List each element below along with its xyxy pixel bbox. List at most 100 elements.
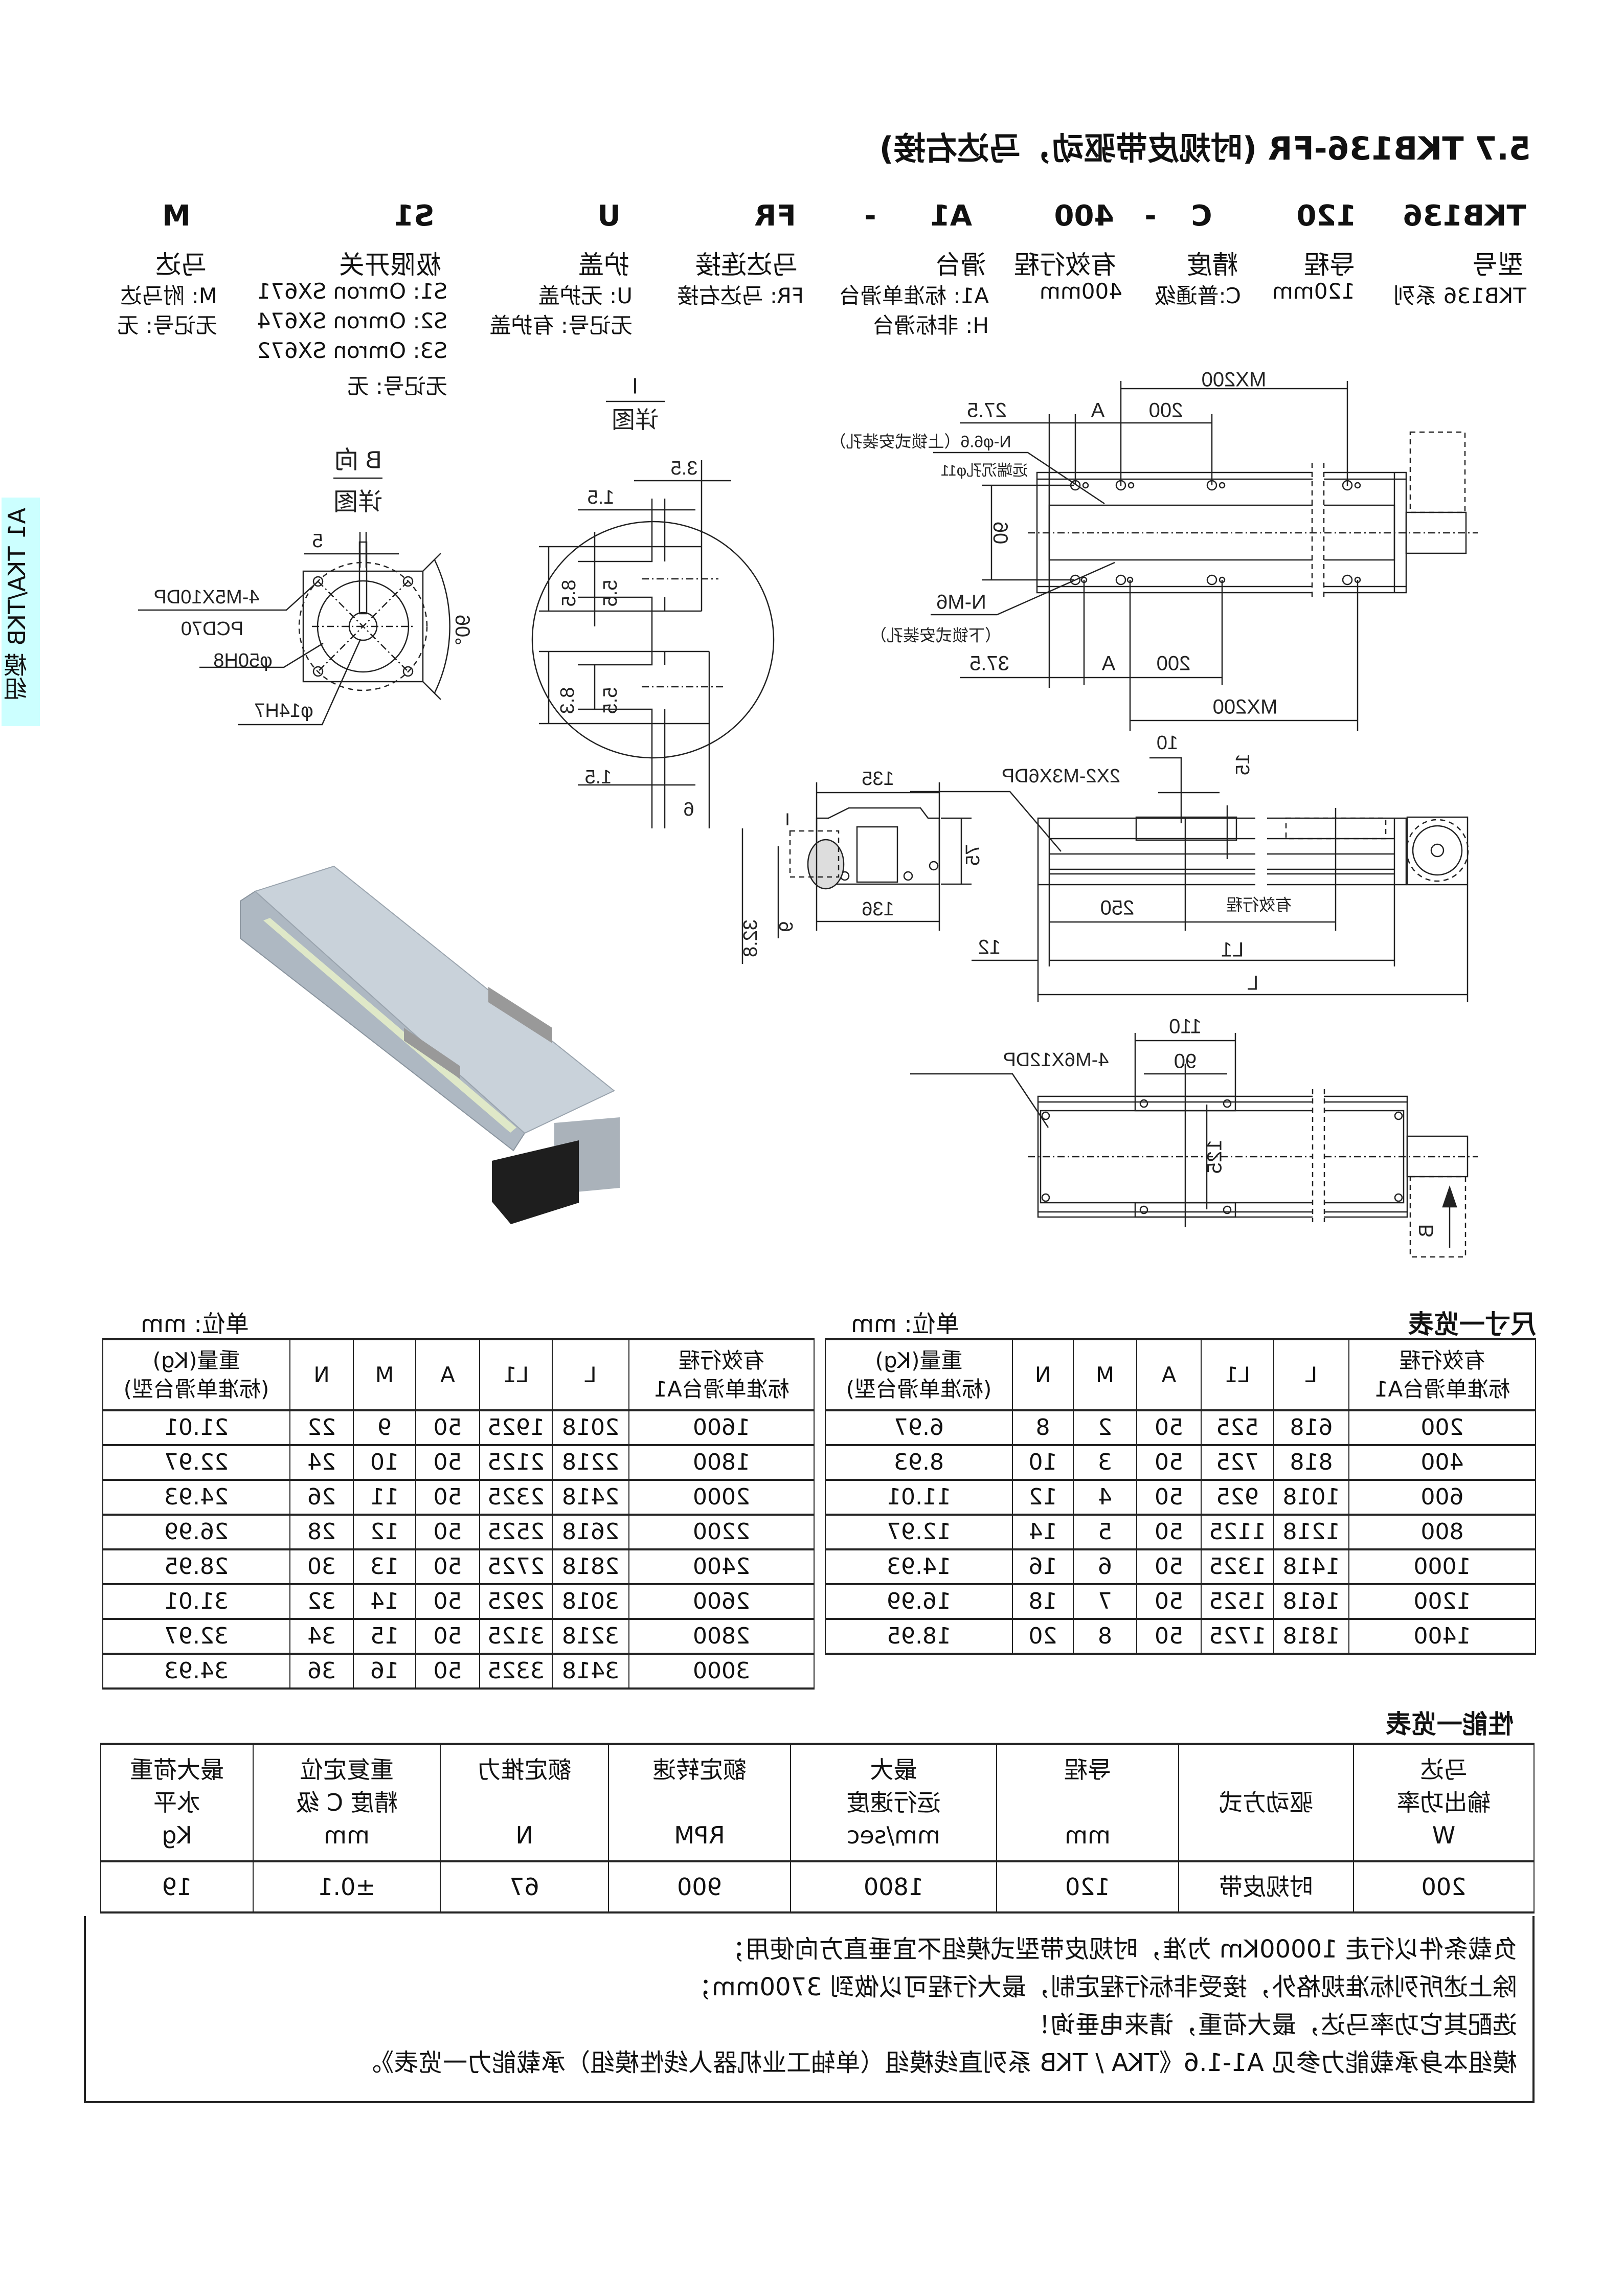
code-precision: C bbox=[1191, 199, 1212, 233]
front-view-drawing bbox=[910, 757, 1469, 1002]
table-cell: 36 bbox=[290, 1654, 353, 1689]
dimension-label-n-m6: N-M6 bbox=[936, 591, 986, 614]
table-cell: 1200 bbox=[1349, 1584, 1536, 1619]
table-cell: 925 bbox=[1201, 1480, 1274, 1515]
dimension-table-unit: 单位: mm bbox=[141, 1310, 249, 1338]
table-cell: 1525 bbox=[1201, 1584, 1274, 1619]
table-cell: 34.93 bbox=[103, 1654, 290, 1689]
dimension-label-d200-top: 200 bbox=[1149, 399, 1183, 422]
table-cell: 26 bbox=[290, 1480, 353, 1515]
table-cell: 24 bbox=[290, 1445, 353, 1480]
table-cell: 18.95 bbox=[825, 1619, 1012, 1654]
table-cell: 4 bbox=[1073, 1480, 1137, 1515]
table-cell: 2618 bbox=[552, 1515, 629, 1549]
label-cover: 护盖 bbox=[578, 250, 629, 280]
header-cell: L1 bbox=[1201, 1339, 1274, 1410]
table-cell: 67 bbox=[440, 1861, 608, 1912]
header-cell: M bbox=[353, 1339, 416, 1410]
header-cell: 驱动方式 bbox=[1179, 1744, 1354, 1861]
dimension-label-d125: 125 bbox=[1204, 1140, 1226, 1174]
table-cell: 1125 bbox=[1201, 1515, 1274, 1549]
table-cell: 600 bbox=[1349, 1480, 1536, 1515]
dimension-table-title: 尺寸一览表 bbox=[1408, 1310, 1536, 1339]
table-cell: 3 bbox=[1073, 1445, 1137, 1480]
dimension-label-d1-5a: 1.5 bbox=[588, 487, 615, 508]
table-cell: 2818 bbox=[552, 1549, 629, 1584]
code-slide: A1 bbox=[930, 199, 973, 233]
table-cell: 28 bbox=[290, 1515, 353, 1549]
header-cell: A bbox=[1137, 1339, 1201, 1410]
table-cell: 400 bbox=[1349, 1445, 1536, 1480]
header-cell: L bbox=[552, 1339, 629, 1410]
header-cell: 重量(Kg) (标准单滑台型) bbox=[825, 1339, 1012, 1410]
header-cell: N bbox=[290, 1339, 353, 1410]
table-cell: 10 bbox=[353, 1445, 416, 1480]
header-cell: A bbox=[416, 1339, 480, 1410]
table-cell: 50 bbox=[1137, 1410, 1201, 1445]
page-title: 5.7 TKB136-FR (时规皮带驱动，马达右接) bbox=[879, 130, 1531, 167]
table-cell: 2 bbox=[1073, 1410, 1137, 1445]
dimension-label-d90: 90 bbox=[990, 522, 1012, 545]
dimension-label-counterbore: 远端沉孔φ11 bbox=[941, 462, 1028, 479]
table-cell: 3125 bbox=[480, 1619, 552, 1654]
note-line: 除上述所列标准规格外，接受非标行程定制，最大行程可以做到 3700mm； bbox=[687, 1973, 1517, 2001]
dimension-label-d27-5: 27.5 bbox=[967, 399, 1007, 422]
table-cell: 2925 bbox=[480, 1584, 552, 1619]
dimension-label-d5-5b: 5.5 bbox=[600, 687, 621, 714]
dimension-label-n-phi66: N-φ6.6（上锁式安装孔） bbox=[829, 432, 1011, 451]
option-slide-h: H: 非标滑台 bbox=[872, 313, 989, 338]
bottom-view-drawing bbox=[910, 1033, 1478, 1258]
dimension-label-d110: 110 bbox=[1169, 1016, 1202, 1038]
table-cell: 6 bbox=[1073, 1549, 1137, 1584]
option-limit-none: 无记号: 无 bbox=[347, 374, 447, 399]
table-cell: 120 bbox=[997, 1861, 1179, 1912]
code-stroke: 400 bbox=[1054, 199, 1114, 233]
performance-table-title: 性能一览表 bbox=[1386, 1709, 1514, 1739]
header-cell: 最大 运行速度 mm/sec bbox=[791, 1744, 997, 1861]
dimension-table-unit: 单位: mm bbox=[851, 1310, 959, 1338]
dimension-label-phi50: φ50H8 bbox=[213, 650, 272, 671]
table-cell: 22 bbox=[290, 1410, 353, 1445]
dimension-label-detail-i-sub: 详图 bbox=[612, 407, 659, 433]
option-precision: C:普通级 bbox=[1154, 283, 1241, 308]
code-cover: U bbox=[597, 199, 621, 233]
code-model: TKB136 bbox=[1403, 199, 1526, 233]
table-cell: 50 bbox=[1137, 1480, 1201, 1515]
table-cell: 1618 bbox=[1274, 1584, 1349, 1619]
table-cell: 2525 bbox=[480, 1515, 552, 1549]
table-cell: 14 bbox=[353, 1584, 416, 1619]
b-view-drawing bbox=[138, 477, 450, 726]
header-cell: L1 bbox=[480, 1339, 552, 1410]
option-motor-connect: FR: 马达右接 bbox=[677, 283, 804, 308]
table-cell: 2725 bbox=[480, 1549, 552, 1584]
table-cell: 16.99 bbox=[825, 1584, 1012, 1619]
dimension-label-lower-lock: （下锁式安装孔） bbox=[870, 626, 1001, 644]
table-cell: 725 bbox=[1201, 1445, 1274, 1480]
header-cell: 重量(Kg) (标准单滑台型) bbox=[103, 1339, 290, 1410]
table-cell: 14 bbox=[1012, 1515, 1073, 1549]
dimension-label-d200-bottom: 200 bbox=[1157, 652, 1191, 675]
option-limit-s3: S3: Omron SX672 bbox=[257, 338, 447, 363]
table-cell: 2418 bbox=[552, 1480, 629, 1515]
dimension-label-detail-i: I bbox=[632, 374, 638, 399]
dimension-label-m3: 2X2-M3X6DP bbox=[1002, 766, 1120, 787]
dimension-label-d5: 5 bbox=[312, 530, 323, 552]
table-cell: 13 bbox=[353, 1549, 416, 1584]
table-cell: 24.93 bbox=[103, 1480, 290, 1515]
dimension-label-m6: 4-M6X12DP bbox=[1003, 1049, 1109, 1071]
table-cell: 31.01 bbox=[103, 1584, 290, 1619]
table-cell: 2125 bbox=[480, 1445, 552, 1480]
side-tab: A1 TKA/TKB 模组 bbox=[2, 498, 40, 726]
